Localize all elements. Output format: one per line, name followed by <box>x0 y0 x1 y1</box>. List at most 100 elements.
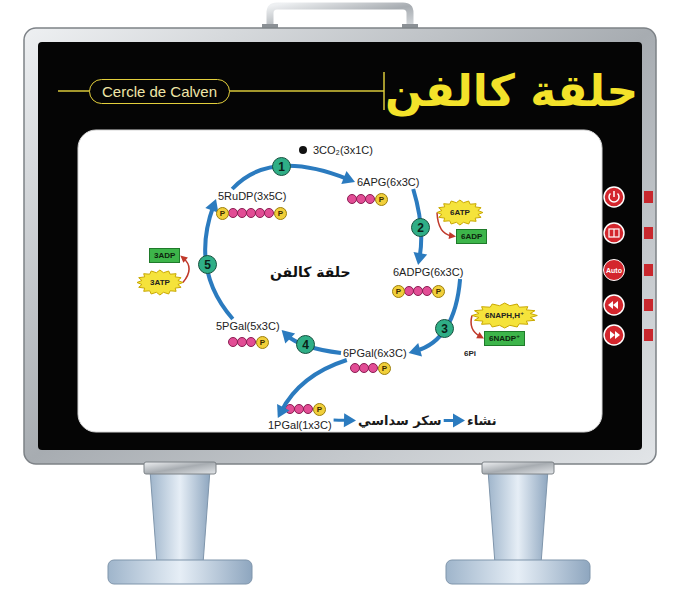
phosphate-letter: P <box>220 209 225 218</box>
phosphate-bead: P <box>375 193 388 206</box>
product-label: نشاء <box>465 412 499 429</box>
book-icon <box>613 229 614 237</box>
molecule-label: 3CO₂(3x1C) <box>311 143 375 157</box>
burst-outline <box>472 303 537 328</box>
molecule-text: 6APG(6x3C) <box>357 176 419 188</box>
energy-burst: 6ATP <box>437 200 483 225</box>
carbon-bead <box>265 209 274 218</box>
phosphate-bead: P <box>432 285 445 298</box>
board-frame <box>24 28 656 464</box>
phosphate-bead: P <box>274 207 287 220</box>
rewind-icon <box>608 301 613 309</box>
arrow-head <box>409 343 422 357</box>
carbon-bead <box>304 405 313 414</box>
burst-outline <box>137 270 183 295</box>
phosphate-letter: P <box>379 195 384 204</box>
molecule-text: 6ADPG(6x3C) <box>393 266 463 278</box>
step-number: 4 <box>296 335 315 354</box>
auto-button: Auto <box>603 259 625 281</box>
carbon-bead <box>247 209 256 218</box>
arrow-head <box>449 232 456 239</box>
carbon-bead <box>414 287 423 296</box>
burst-text: 6NAPH,H⁺ <box>485 311 524 320</box>
side-tab <box>644 191 653 203</box>
arrow-head <box>476 332 484 338</box>
book-button <box>604 223 624 243</box>
molecule-text: 6PGal(6x3C) <box>343 347 407 359</box>
burst-text: 3ATP <box>150 278 170 287</box>
arrow-head <box>341 171 355 184</box>
connector-line <box>416 279 461 351</box>
burst-outline <box>437 200 483 225</box>
carbon-bead <box>238 209 247 218</box>
phosphate-bead: P <box>256 336 269 349</box>
screen <box>38 42 642 450</box>
side-tab <box>644 227 653 239</box>
arrow-head <box>180 256 188 263</box>
step-number-text: 1 <box>278 160 285 174</box>
phosphate-bead: P <box>313 403 326 416</box>
arrow-head <box>453 414 465 428</box>
stand-base <box>446 560 590 584</box>
spent-text: 6ADP <box>461 232 482 241</box>
arrow-head <box>344 413 356 427</box>
side-tab <box>644 264 653 276</box>
byproduct-label: 6Pi <box>464 349 476 359</box>
stand-collar <box>144 462 216 474</box>
connector <box>334 413 356 427</box>
product-text: نشاء <box>467 413 497 428</box>
carbon-bead <box>351 364 360 373</box>
cycle-name: حلقة كالفن <box>270 264 351 281</box>
co2-dot <box>299 146 307 154</box>
title-text: حلقة كالفن <box>385 65 638 116</box>
molecule-text: 1PGal(1x3C) <box>268 419 332 431</box>
step-number-text: 3 <box>441 322 448 336</box>
rewind-button <box>604 295 624 315</box>
side-tab <box>644 299 653 311</box>
phosphate-bead: P <box>392 285 405 298</box>
carbon-bead <box>348 195 357 204</box>
cycle-name-text: حلقة كالفن <box>270 264 351 281</box>
forward-button <box>604 325 624 345</box>
phosphate-letter: P <box>317 405 322 414</box>
carbon-bead <box>238 338 247 347</box>
board-title: حلقة كالفن <box>385 65 638 116</box>
carbon-bead <box>229 209 238 218</box>
molecule-label: 5PGal(5x3C) <box>214 319 282 333</box>
phosphate-letter: P <box>436 287 441 296</box>
carbon-bead <box>405 287 414 296</box>
stand-leg <box>488 470 548 564</box>
spent-text: 3ADP <box>154 251 175 260</box>
stand-leg <box>150 470 210 564</box>
product-text: سكر سداسي <box>358 413 442 428</box>
connector <box>277 360 347 418</box>
connector <box>180 256 189 283</box>
phosphate-letter: P <box>278 209 283 218</box>
carbon-bead <box>360 364 369 373</box>
phosphate-bead: P <box>216 207 229 220</box>
step-number: 3 <box>435 319 454 338</box>
carbon-bead <box>229 338 238 347</box>
byproduct-text: 6Pi <box>464 349 476 359</box>
energy-burst: 6NAPH,H⁺ <box>472 303 537 328</box>
phosphate-letter: P <box>396 287 401 296</box>
step-number-text: 4 <box>302 338 309 352</box>
carbon-bead <box>366 195 375 204</box>
molecule-text: 3CO₂(3x1C) <box>313 144 373 156</box>
phosphate-letter: P <box>382 364 387 373</box>
connector <box>232 166 355 189</box>
step-number: 1 <box>272 157 291 176</box>
molecule-label: 6ADPG(6x3C) <box>391 265 465 279</box>
connector-line <box>287 335 341 353</box>
book-icon <box>609 229 619 237</box>
connector <box>444 414 465 428</box>
stand-base <box>108 560 252 584</box>
power-button <box>604 187 624 207</box>
molecule-label: 6APG(6x3C) <box>355 175 421 189</box>
carbon-bead <box>423 287 432 296</box>
carbon-bead <box>256 209 265 218</box>
burst-text: 6ATP <box>450 208 470 217</box>
molecule-label: 1PGal(1x3C) <box>266 418 334 432</box>
step-number-text: 5 <box>204 258 211 272</box>
connector <box>282 330 341 353</box>
